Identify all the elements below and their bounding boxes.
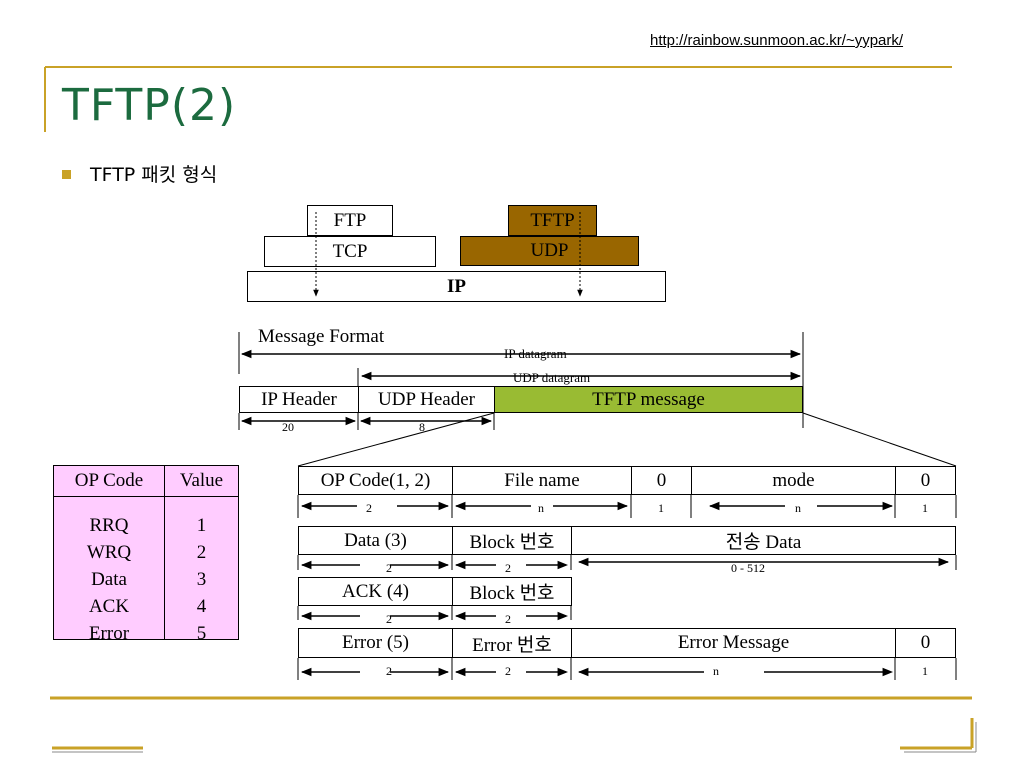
ack-opcode-field: ACK (4) xyxy=(298,577,453,606)
ip-box: IP xyxy=(247,271,666,302)
req-filename-label: File name xyxy=(504,469,580,491)
err-number-label: Error 번호 xyxy=(472,634,552,656)
udp-header-label: UDP Header xyxy=(378,388,475,410)
err-zero-label: 0 xyxy=(920,632,931,653)
tftp-message-label: TFTP message xyxy=(592,388,705,410)
tftp-label: TFTP xyxy=(530,209,575,231)
op-code-wrq: WRQ xyxy=(86,542,132,563)
message-format-label: Message Format xyxy=(258,326,385,347)
op-code-ack: ACK xyxy=(88,596,130,617)
value-ack: 4 xyxy=(196,596,207,617)
value-wrq: 2 xyxy=(196,542,207,563)
ack-block-label: Block 번호 xyxy=(469,583,555,604)
err-message-label: Error Message xyxy=(677,632,790,653)
req-zero2-label: 0 xyxy=(920,469,931,491)
op-code-error: Error xyxy=(88,623,130,644)
tftp-box: TFTP xyxy=(508,205,597,236)
ack-block-field: Block 번호 xyxy=(452,577,572,606)
udp-header-box: UDP Header xyxy=(358,386,495,413)
bullet-square-icon xyxy=(62,170,71,179)
value-data: 3 xyxy=(196,569,207,590)
op-code-table: OP Code Value RRQ WRQ Data ACK Error 1 2… xyxy=(53,465,239,644)
source-url-link[interactable]: http://rainbow.sunmoon.ac.kr/~yypark/ xyxy=(650,32,904,49)
tcp-box: TCP xyxy=(264,236,436,267)
req-zero2-field: 0 xyxy=(895,466,956,495)
tftp-message-box: TFTP message xyxy=(494,386,803,413)
req-zero1-label: 0 xyxy=(656,469,667,491)
data-block-field: Block 번호 xyxy=(452,526,572,555)
err-opcode-label: Error (5) xyxy=(342,632,409,653)
ip-header-label: IP Header xyxy=(261,388,337,410)
data-opcode-label: Data (3) xyxy=(344,529,407,551)
data-block-label: Block 번호 xyxy=(469,532,555,553)
value-error: 5 xyxy=(196,623,207,644)
op-code-data: Data xyxy=(91,569,127,590)
err-zero-field: 0 xyxy=(895,628,956,658)
op-code-header: OP Code xyxy=(54,466,165,496)
tcp-label: TCP xyxy=(332,240,368,262)
slide-title: TFTP(2) xyxy=(62,80,237,131)
err-opcode-field: Error (5) xyxy=(298,628,453,658)
value-column: 1 2 3 4 5 xyxy=(164,512,239,647)
data-opcode-field: Data (3) xyxy=(298,526,453,555)
ip-label: IP xyxy=(447,275,466,297)
req-opcode-label: OP Code(1, 2) xyxy=(320,469,431,491)
value-rrq: 1 xyxy=(196,515,207,536)
req-size-zero1: 1 xyxy=(658,501,664,515)
udp-header-size-label: 8 xyxy=(419,420,425,434)
op-table-col-divider xyxy=(164,496,165,639)
bullet-text: TFTP 패킷 형식 xyxy=(90,164,218,186)
req-opcode-field: OP Code(1, 2) xyxy=(298,466,453,495)
req-mode-field: mode xyxy=(691,466,896,495)
data-payload-field: 전송 Data xyxy=(571,526,956,555)
op-table-divider xyxy=(54,496,238,497)
err-message-field: Error Message xyxy=(571,628,896,658)
op-code-rrq: RRQ xyxy=(89,515,129,536)
ack-opcode-label: ACK (4) xyxy=(341,580,410,602)
err-size-zero: 1 xyxy=(922,664,928,678)
ip-header-box: IP Header xyxy=(239,386,359,413)
op-code-column: RRQ WRQ Data ACK Error xyxy=(54,512,164,647)
data-payload-label: 전송 Data xyxy=(725,532,802,553)
req-zero1-field: 0 xyxy=(631,466,692,495)
ftp-label: FTP xyxy=(333,209,367,231)
req-size-zero2: 1 xyxy=(922,501,928,515)
udp-label: UDP xyxy=(530,240,569,261)
ftp-box: FTP xyxy=(307,205,393,236)
udp-box: UDP xyxy=(460,236,639,266)
value-header: Value xyxy=(179,470,224,491)
req-filename-field: File name xyxy=(452,466,632,495)
req-mode-label: mode xyxy=(772,469,815,491)
err-number-field: Error 번호 xyxy=(452,628,572,658)
